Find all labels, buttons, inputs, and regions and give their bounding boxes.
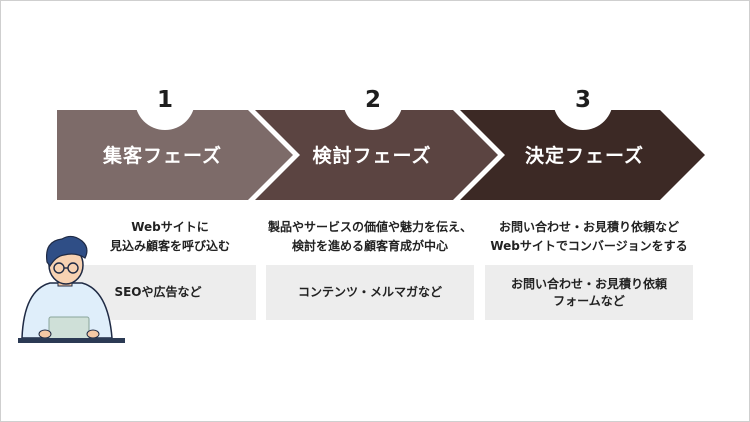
example-box-3: お問い合わせ・お見積り依頼 フォームなど — [485, 265, 693, 320]
phase-title-3: 決定フェーズ — [492, 141, 677, 171]
step-number-3: 3 — [553, 87, 613, 113]
example-text: コンテンツ・メルマガなど — [298, 284, 442, 301]
step-number-2: 2 — [343, 87, 403, 113]
example-box-2: コンテンツ・メルマガなど — [266, 265, 474, 320]
phase-description-3: お問い合わせ・お見積り依頼など Webサイトでコンバージョンをする — [474, 218, 704, 256]
example-box-1: SEOや広告など — [60, 265, 256, 320]
description-line: 見込み顧客を呼び込む — [55, 237, 285, 256]
example-text: お問い合わせ・お見積り依頼 — [511, 276, 667, 293]
example-text: SEOや広告など — [114, 284, 201, 301]
description-line: お問い合わせ・お見積り依頼など — [474, 218, 704, 237]
example-text: フォームなど — [553, 293, 625, 310]
phase-title-1: 集客フェーズ — [65, 141, 260, 171]
description-line: 製品やサービスの価値や魅力を伝え、 — [255, 218, 485, 237]
description-line: 検討を進める顧客育成が中心 — [255, 237, 485, 256]
description-line: Webサイトに — [55, 218, 285, 237]
description-line: Webサイトでコンバージョンをする — [474, 237, 704, 256]
phase-description-1: Webサイトに 見込み顧客を呼び込む — [55, 218, 285, 256]
step-number-1: 1 — [135, 87, 195, 113]
phase-title-2: 検討フェーズ — [282, 141, 462, 171]
phase-description-2: 製品やサービスの価値や魅力を伝え、 検討を進める顧客育成が中心 — [255, 218, 485, 256]
